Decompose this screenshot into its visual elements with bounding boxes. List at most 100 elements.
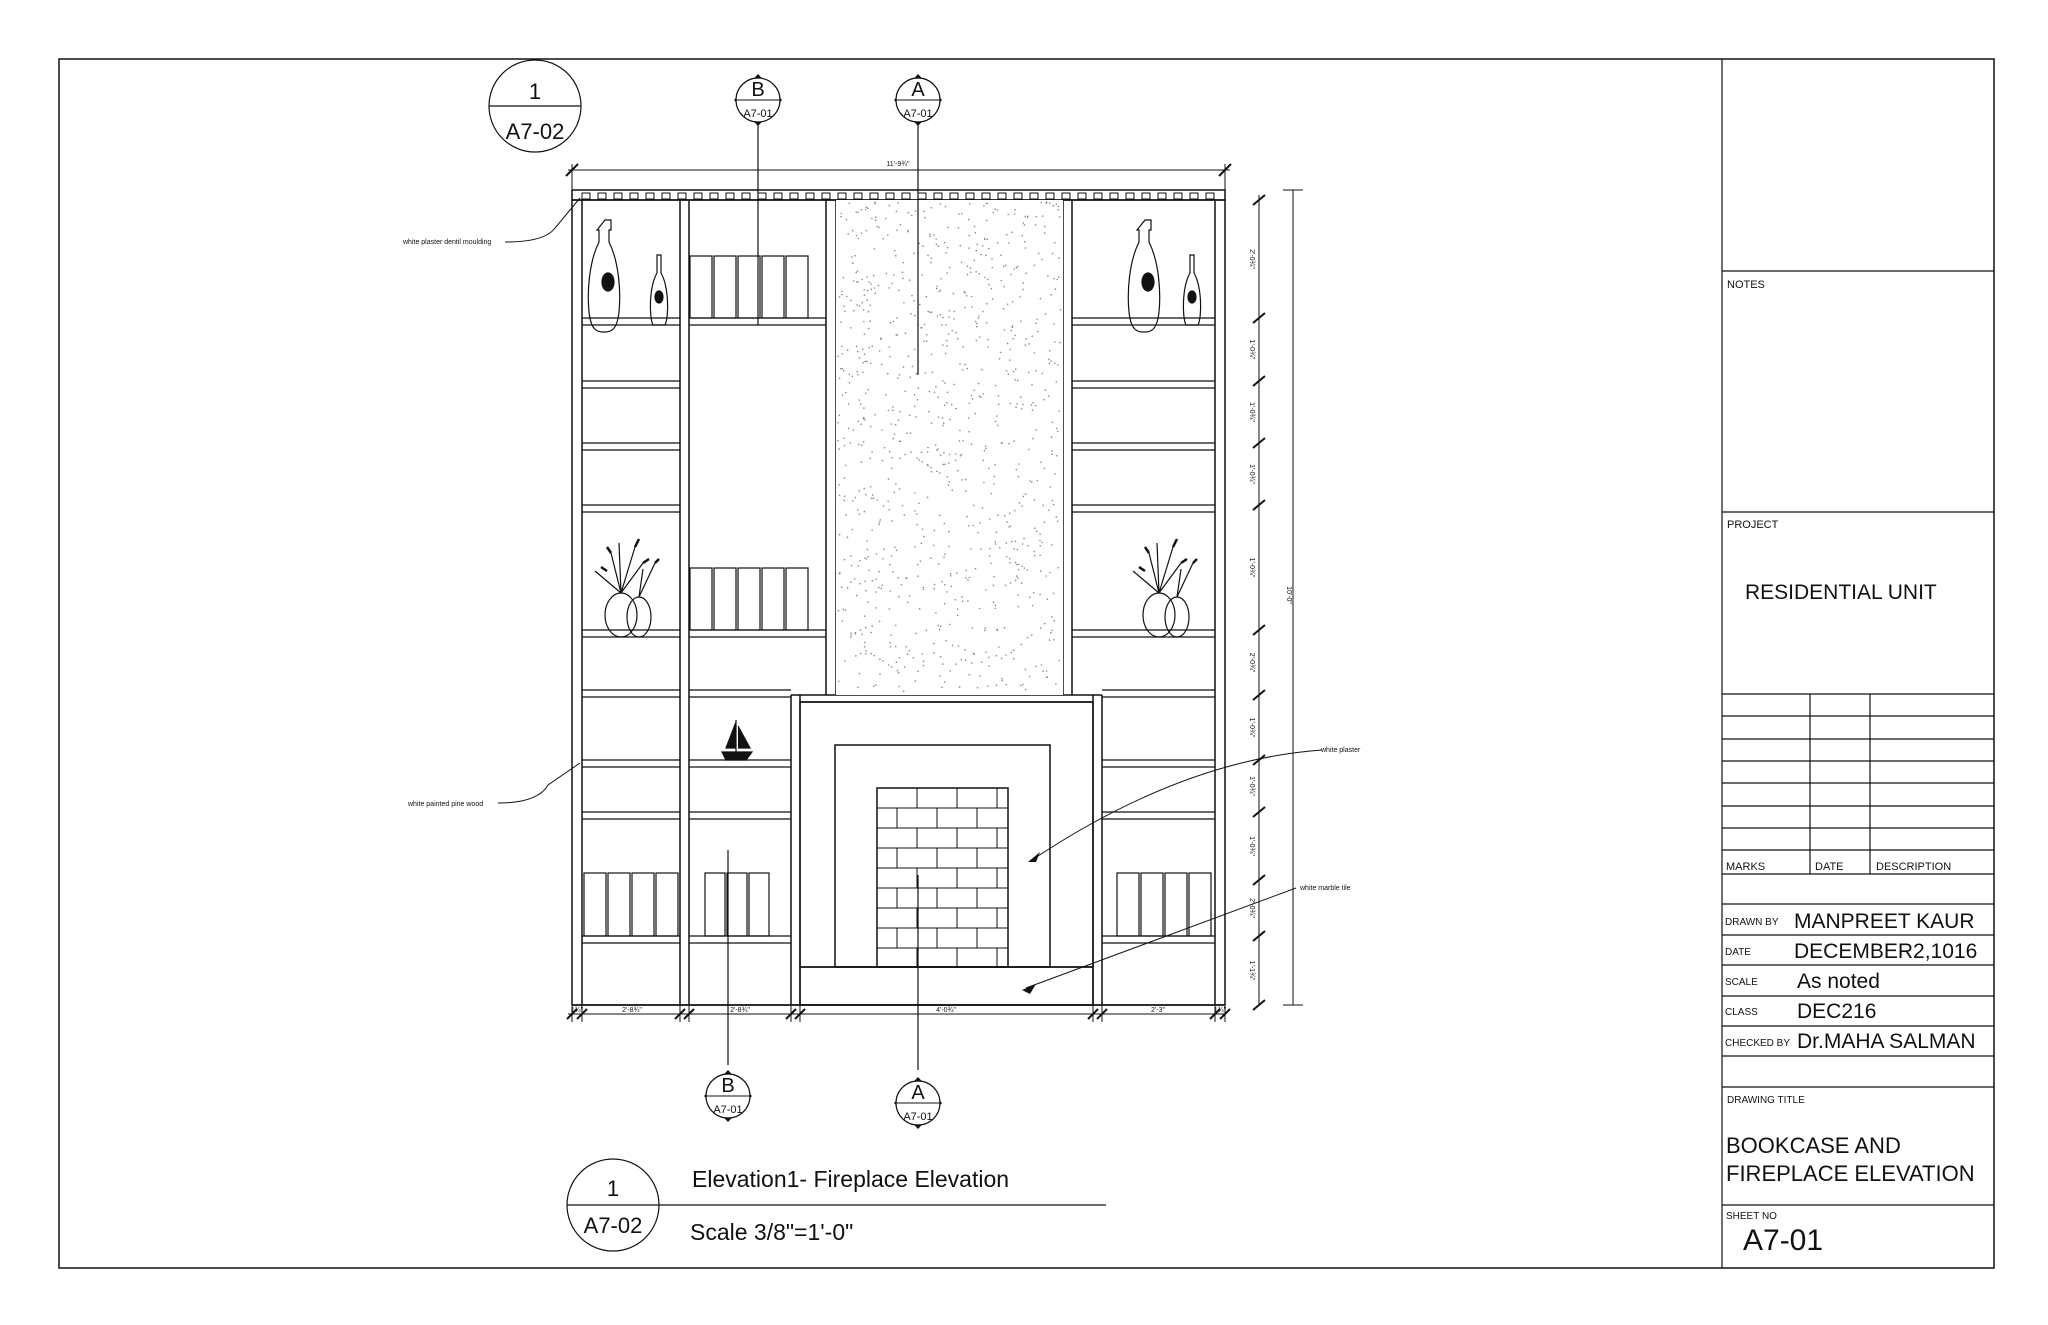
marble-speckle xyxy=(908,595,911,597)
marble-speckle xyxy=(902,690,905,693)
marble-speckle xyxy=(920,451,923,454)
marble-speckle xyxy=(878,620,881,623)
marble-speckle xyxy=(918,242,921,245)
marble-speckle xyxy=(888,508,891,511)
marble-speckle xyxy=(985,219,988,222)
marble-speckle xyxy=(861,633,863,636)
marble-speckle xyxy=(865,650,867,652)
marble-speckle xyxy=(1026,569,1028,571)
marble-speckle xyxy=(850,632,852,634)
marble-speckle xyxy=(901,271,904,274)
marble-speckle xyxy=(930,470,933,473)
marble-speckle xyxy=(1014,510,1016,512)
class-value: DEC216 xyxy=(1797,1000,1876,1023)
book xyxy=(1140,872,1164,937)
marble-speckle xyxy=(970,662,973,664)
marble-speckle xyxy=(1037,252,1040,255)
marble-speckle xyxy=(946,272,948,274)
annotation-leaders xyxy=(497,197,1323,989)
dentil-block xyxy=(1077,192,1087,200)
marble-speckle xyxy=(1005,542,1008,544)
marble-speckle xyxy=(1034,554,1036,557)
marble-speckle xyxy=(922,586,924,589)
marble-speckle xyxy=(889,590,891,592)
marble-speckle xyxy=(871,451,873,453)
marble-speckle xyxy=(1009,348,1011,351)
marble-speckle xyxy=(930,557,932,560)
marble-speckle xyxy=(921,326,923,329)
marble-speckle xyxy=(899,410,901,413)
marble-speckle xyxy=(855,345,858,348)
marble-speckle xyxy=(1013,548,1015,550)
marble-speckle xyxy=(1045,201,1048,203)
book xyxy=(737,255,761,319)
dim-right-label: 2'-0¾" xyxy=(1248,898,1255,918)
marble-speckle xyxy=(999,547,1001,549)
marble-speckle xyxy=(1008,242,1010,244)
marble-speckle xyxy=(892,409,894,412)
marble-speckle xyxy=(968,247,970,249)
marble-speckle xyxy=(935,238,937,240)
note-marble-tile: white marble tile xyxy=(1299,885,1351,892)
dentil-block xyxy=(661,192,671,200)
marble-speckle xyxy=(965,490,967,493)
marble-speckle xyxy=(871,217,873,220)
project-label: PROJECT xyxy=(1727,519,1779,531)
marble-speckle xyxy=(1011,540,1013,543)
marble-speckle xyxy=(1016,548,1019,551)
marble-speckle xyxy=(1015,266,1018,269)
dentil-block xyxy=(709,192,719,200)
marble-speckle xyxy=(1058,216,1061,218)
marble-speckle xyxy=(943,602,946,605)
marble-speckle xyxy=(1040,461,1042,464)
marble-speckle xyxy=(862,371,864,374)
marble-speckle xyxy=(980,253,982,256)
marble-speckle xyxy=(842,608,844,611)
marble-speckle xyxy=(1043,467,1046,470)
marble-speckle xyxy=(1031,409,1034,411)
marble-speckle xyxy=(968,431,970,433)
marble-speckle xyxy=(918,608,921,610)
marble-speckle xyxy=(855,594,858,597)
marble-speckle xyxy=(989,518,991,520)
marble-speckle xyxy=(897,419,900,422)
marble-speckle xyxy=(1000,279,1003,282)
marble-speckle xyxy=(913,300,915,302)
marble-speckle xyxy=(916,399,919,401)
marble-speckle xyxy=(948,481,951,483)
marble-speckle xyxy=(1058,276,1060,279)
marble-speckle xyxy=(976,322,978,325)
marble-speckle xyxy=(919,303,921,306)
marble-speckle xyxy=(1003,285,1005,288)
marble-speckle xyxy=(924,216,926,219)
dentil-block xyxy=(869,192,879,200)
marble-speckle xyxy=(1039,533,1041,535)
dentil-block xyxy=(837,192,847,200)
marble-speckle xyxy=(1036,479,1039,482)
drawn-by-label: DRAWN BY xyxy=(1725,917,1779,928)
marble-speckle xyxy=(890,634,892,636)
marble-speckle xyxy=(859,629,862,631)
marble-speckle xyxy=(972,524,974,527)
marble-speckle xyxy=(944,553,946,555)
marble-speckle xyxy=(871,529,873,531)
marble-speckle xyxy=(959,454,962,457)
marble-speckle xyxy=(1009,525,1012,527)
marble-speckle xyxy=(1054,341,1056,343)
marble-speckle xyxy=(918,502,920,505)
marble-speckle xyxy=(851,256,853,258)
marble-speckle xyxy=(1012,370,1015,373)
marble-speckle xyxy=(995,684,998,687)
dentil-block xyxy=(997,192,1007,200)
marble-speckle xyxy=(1017,568,1020,571)
marble-speckle xyxy=(923,323,926,326)
marble-speckle xyxy=(856,270,859,273)
marble-speckle xyxy=(849,442,852,444)
marble-speckle xyxy=(939,625,942,627)
marble-speckle xyxy=(1051,453,1053,455)
date-value: DECEMBER2,1016 xyxy=(1794,940,1977,963)
marble-speckle xyxy=(937,624,940,627)
marble-speckle xyxy=(881,429,883,431)
marble-speckle xyxy=(921,461,923,463)
dim-right-label: 2'-0¾" xyxy=(1248,249,1255,269)
